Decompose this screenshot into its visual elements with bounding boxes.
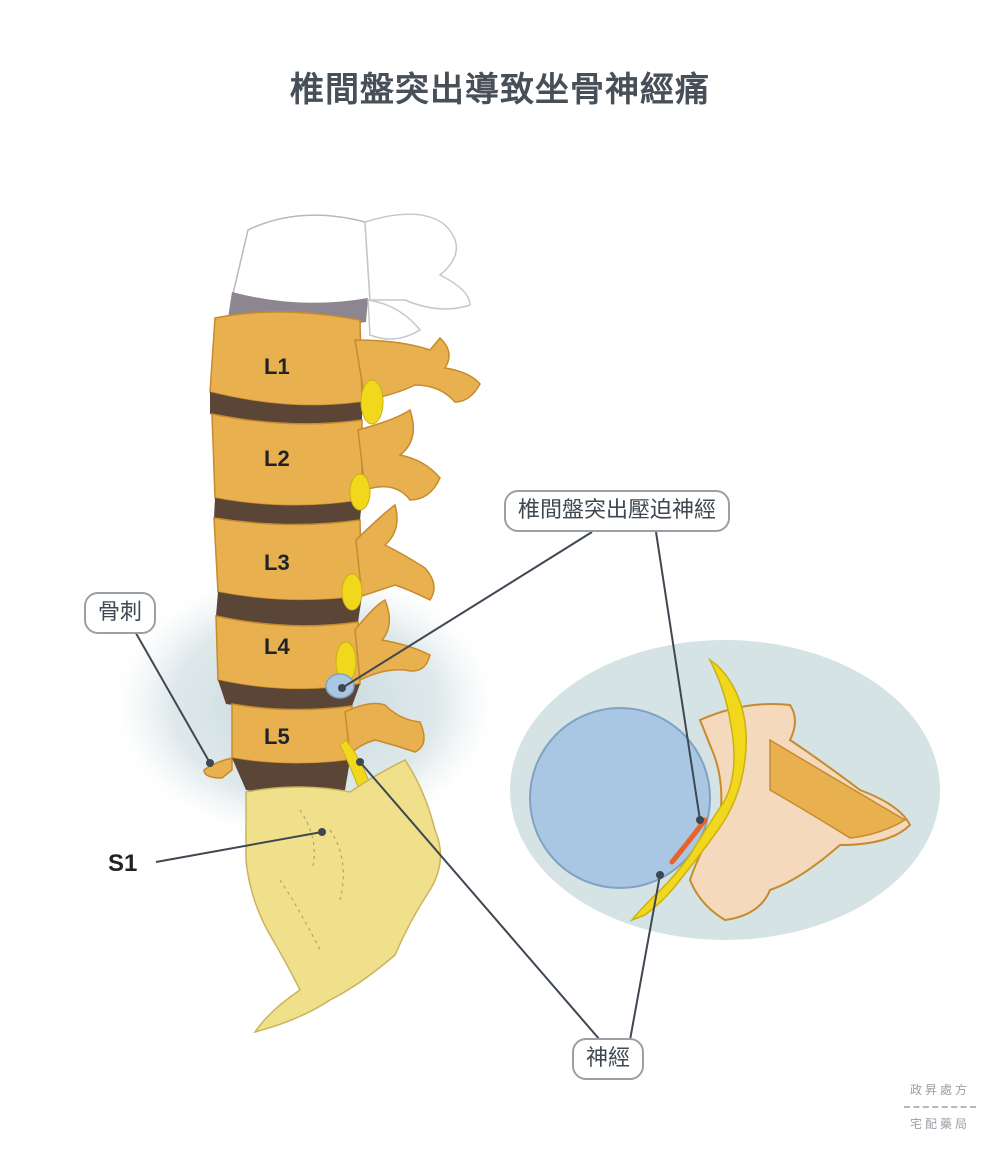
disc-l4-l5	[218, 680, 360, 710]
process-l4	[354, 598, 431, 682]
leader-herniation-2	[655, 531, 701, 821]
vertebra-label-l1: L1	[264, 354, 290, 379]
brand-divider	[904, 1106, 976, 1108]
nerve-cross-section	[629, 657, 747, 922]
nerve-roots	[335, 379, 384, 793]
sacrum	[245, 759, 442, 1034]
disc-l2-l3	[214, 498, 362, 525]
leader-nerve-1	[359, 761, 601, 1041]
vertebra-label-l3: L3	[264, 550, 290, 575]
vertebra-label-l4: L4	[264, 634, 290, 659]
vertebra-label-l5: L5	[264, 724, 290, 749]
process-l3	[355, 503, 435, 601]
leader-lines	[132, 531, 701, 1041]
leader-s1	[155, 831, 323, 863]
leader-dots	[206, 684, 704, 879]
disc-l5-s1	[232, 758, 350, 793]
process-l1	[354, 336, 481, 403]
leader-bone-spur	[132, 627, 211, 764]
inflammation	[669, 817, 708, 865]
lumbar-spine	[203, 311, 481, 793]
leader-herniation-1	[341, 531, 593, 689]
disc-l3-l4	[216, 592, 362, 626]
page-title: 椎間盤突出導致坐骨神經痛	[290, 70, 710, 110]
process-l5	[344, 702, 425, 757]
leader-nerve-2	[629, 874, 661, 1041]
transverse-process	[769, 738, 907, 839]
brand-logo: 政昇處方 宅配藥局	[900, 1082, 980, 1132]
disc-l1-l2	[210, 392, 362, 424]
callout-herniation: 椎間盤突出壓迫神經	[504, 490, 731, 532]
sacrum-marks	[279, 809, 344, 951]
disc-cross-section	[529, 707, 711, 889]
process-l2	[357, 408, 441, 501]
brand-line-1: 政昇處方	[909, 1083, 970, 1097]
vertebra-label-l2: L2	[264, 446, 290, 471]
callout-nerve: 神經	[572, 1038, 645, 1080]
label-s1: S1	[108, 850, 138, 877]
brand-line-2: 宅配藥局	[909, 1117, 970, 1131]
vertebra-l5	[203, 703, 353, 779]
callout-bone-spur: 骨刺	[84, 592, 157, 634]
